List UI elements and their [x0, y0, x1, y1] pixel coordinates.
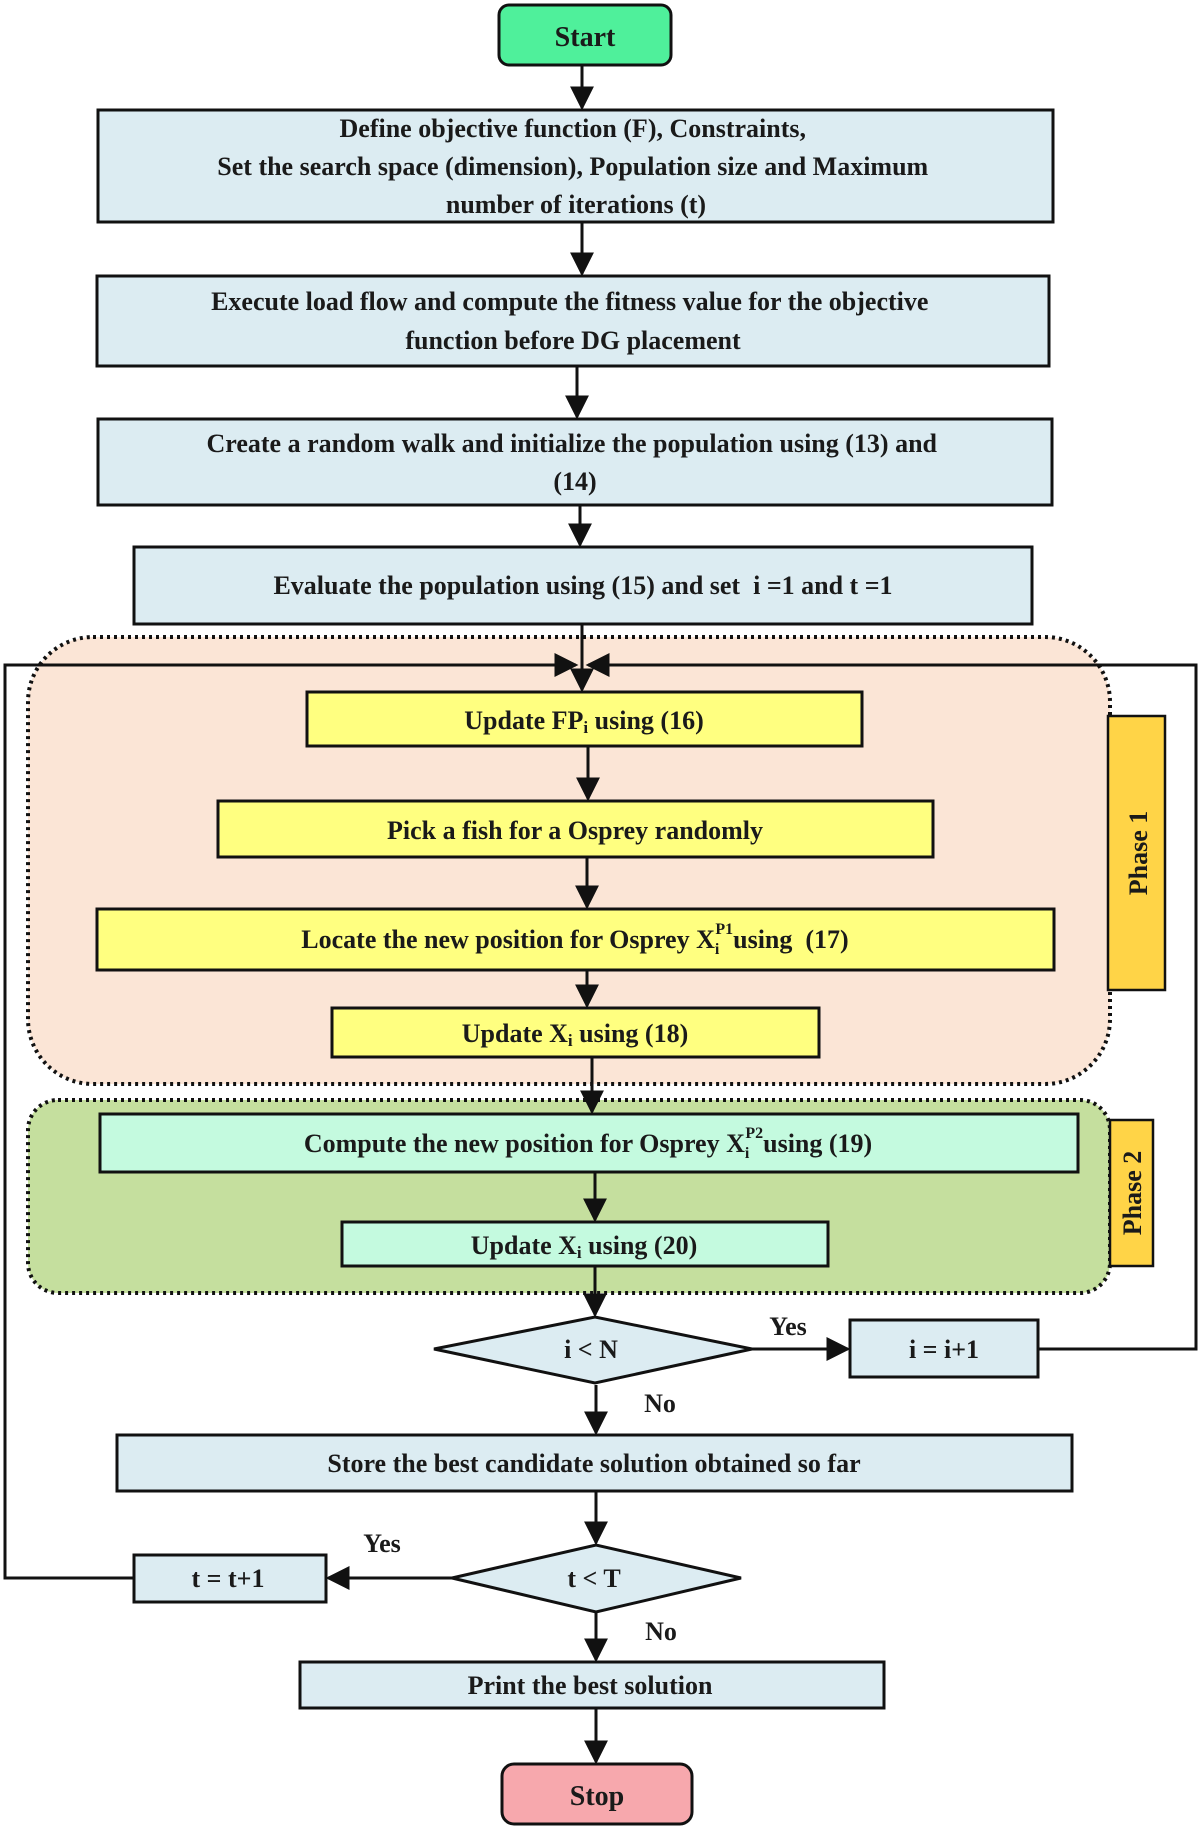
update-xi-18-box: Update Xi using (18) — [330, 1006, 821, 1059]
define-line-1: Define objective function (F), Constrain… — [340, 114, 807, 143]
inc-t-box: t = t+1 — [132, 1553, 328, 1604]
phase1-label: Phase 1 — [1124, 811, 1153, 896]
update-xi-20-pre: Update X — [471, 1231, 577, 1260]
t-check-decision: t < T — [451, 1543, 742, 1614]
stop-label: Stop — [570, 1781, 624, 1812]
svg-text:Update FPi using (16): Update FPi using (16) — [464, 706, 703, 737]
update-xi-20-post: using (20) — [582, 1231, 698, 1260]
update-xi-20-box: Update Xi using (20) — [340, 1220, 830, 1268]
svg-text:Execute load flow and compute: Execute load flow and compute the fitnes… — [211, 287, 935, 355]
update-xi-18-pre: Update X — [462, 1019, 568, 1048]
random-walk-line-2: (14) — [553, 467, 596, 496]
locate-post: using (17) — [733, 925, 849, 954]
update-fp-box: Update FPi using (16) — [305, 690, 864, 748]
compute-post: using (19) — [763, 1129, 872, 1158]
loop-t-return — [3, 663, 576, 1580]
define-line-2: Set the search space (dimension), Popula… — [217, 152, 928, 181]
compute-sup: P2 — [745, 1125, 763, 1142]
compute-sub: i — [745, 1145, 750, 1162]
phase1-tab: Phase 1 — [1106, 714, 1167, 992]
print-box: Print the best solution — [298, 1660, 886, 1710]
i-check-label: i < N — [564, 1335, 618, 1364]
phase2-label: Phase 2 — [1118, 1151, 1147, 1236]
store-label: Store the best candidate solution obtain… — [327, 1449, 860, 1478]
t-check-yes: Yes — [363, 1529, 401, 1558]
evaluate-box: Evaluate the population using (15) and s… — [132, 545, 1034, 626]
inc-i-label: i = i+1 — [909, 1335, 979, 1364]
print-label: Print the best solution — [468, 1671, 713, 1700]
t-check-label: t < T — [567, 1564, 620, 1593]
load-flow-line-2: function before DG placement — [405, 326, 741, 355]
t-check-no: No — [645, 1617, 677, 1646]
i-check-decision: i < N — [433, 1315, 753, 1385]
inc-i-box: i = i+1 — [848, 1318, 1040, 1379]
compute-pre: Compute the new position for Osprey X — [304, 1129, 745, 1158]
svg-text:Define objective function (F),: Define objective function (F), Constrain… — [217, 114, 934, 219]
stop-terminal: Stop — [500, 1762, 694, 1826]
start-terminal: Start — [497, 3, 673, 67]
start-label: Start — [555, 22, 616, 53]
store-box: Store the best candidate solution obtain… — [115, 1433, 1074, 1493]
i-check-no: No — [644, 1389, 676, 1418]
phase2-tab: Phase 2 — [1108, 1118, 1155, 1268]
i-check-yes: Yes — [769, 1312, 807, 1341]
random-walk-line-1: Create a random walk and initialize the … — [206, 429, 937, 458]
define-box: Define objective function (F), Constrain… — [96, 108, 1055, 224]
evaluate-label: Evaluate the population using (15) and s… — [273, 571, 892, 600]
update-xi-18-post: using (18) — [573, 1019, 689, 1048]
update-fp-pre: Update FP — [464, 706, 583, 735]
update-xi-18-sub: i — [568, 1031, 573, 1050]
svg-text:Locate the new position for Os: Locate the new position for Osprey Xi P1u… — [301, 921, 848, 958]
svg-text:Create a random walk and initi: Create a random walk and initialize the … — [206, 429, 943, 496]
pick-fish-label: Pick a fish for a Osprey randomly — [387, 816, 763, 845]
compute-box: Compute the new position for Osprey Xi P2… — [98, 1112, 1080, 1174]
locate-box: Locate the new position for Osprey Xi P1u… — [95, 907, 1056, 972]
svg-text:Update Xi using (20): Update Xi using (20) — [471, 1231, 697, 1262]
load-flow-line-1: Execute load flow and compute the fitnes… — [211, 287, 928, 316]
svg-text:Compute the new position for O: Compute the new position for Osprey Xi P2… — [304, 1125, 872, 1162]
locate-pre: Locate the new position for Osprey X — [301, 925, 715, 954]
define-line-3: number of iterations (t) — [446, 190, 706, 219]
svg-text:Update Xi using (18): Update Xi using (18) — [462, 1019, 688, 1050]
connectors — [3, 65, 1198, 1765]
update-fp-post: using (16) — [588, 706, 704, 735]
locate-sup: P1 — [715, 921, 733, 938]
update-xi-20-sub: i — [577, 1243, 582, 1262]
random-walk-box: Create a random walk and initialize the … — [96, 417, 1054, 507]
locate-sub: i — [715, 941, 720, 958]
load-flow-box: Execute load flow and compute the fitnes… — [95, 274, 1051, 368]
inc-t-label: t = t+1 — [192, 1564, 265, 1593]
loop-i-return — [588, 663, 1198, 1351]
pick-fish-box: Pick a fish for a Osprey randomly — [216, 799, 935, 859]
update-fp-sub: i — [583, 718, 588, 737]
